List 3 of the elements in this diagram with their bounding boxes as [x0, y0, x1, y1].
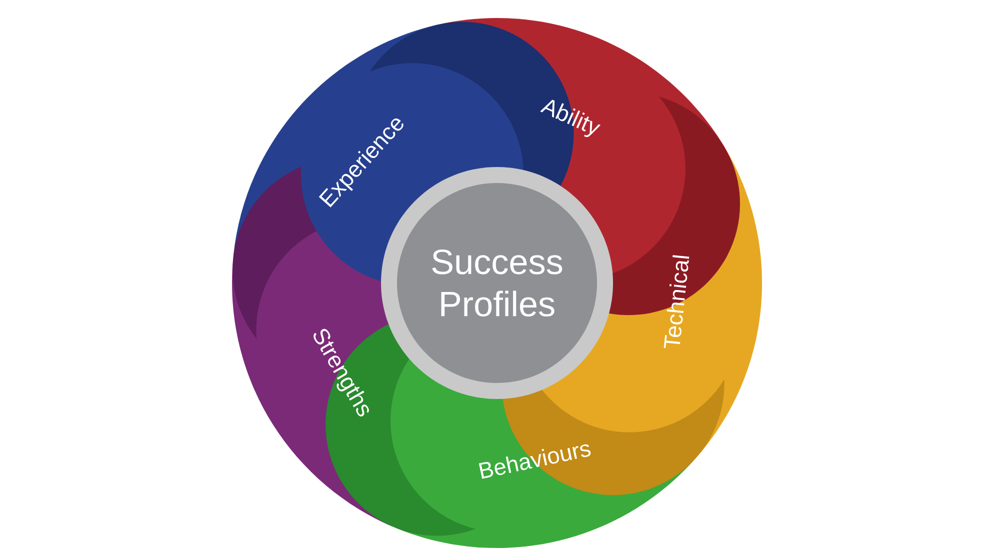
segment-label: Behaviours: [478, 444, 591, 479]
segment-label: Ability: [540, 100, 601, 138]
segment-label: Technical: [664, 255, 690, 348]
